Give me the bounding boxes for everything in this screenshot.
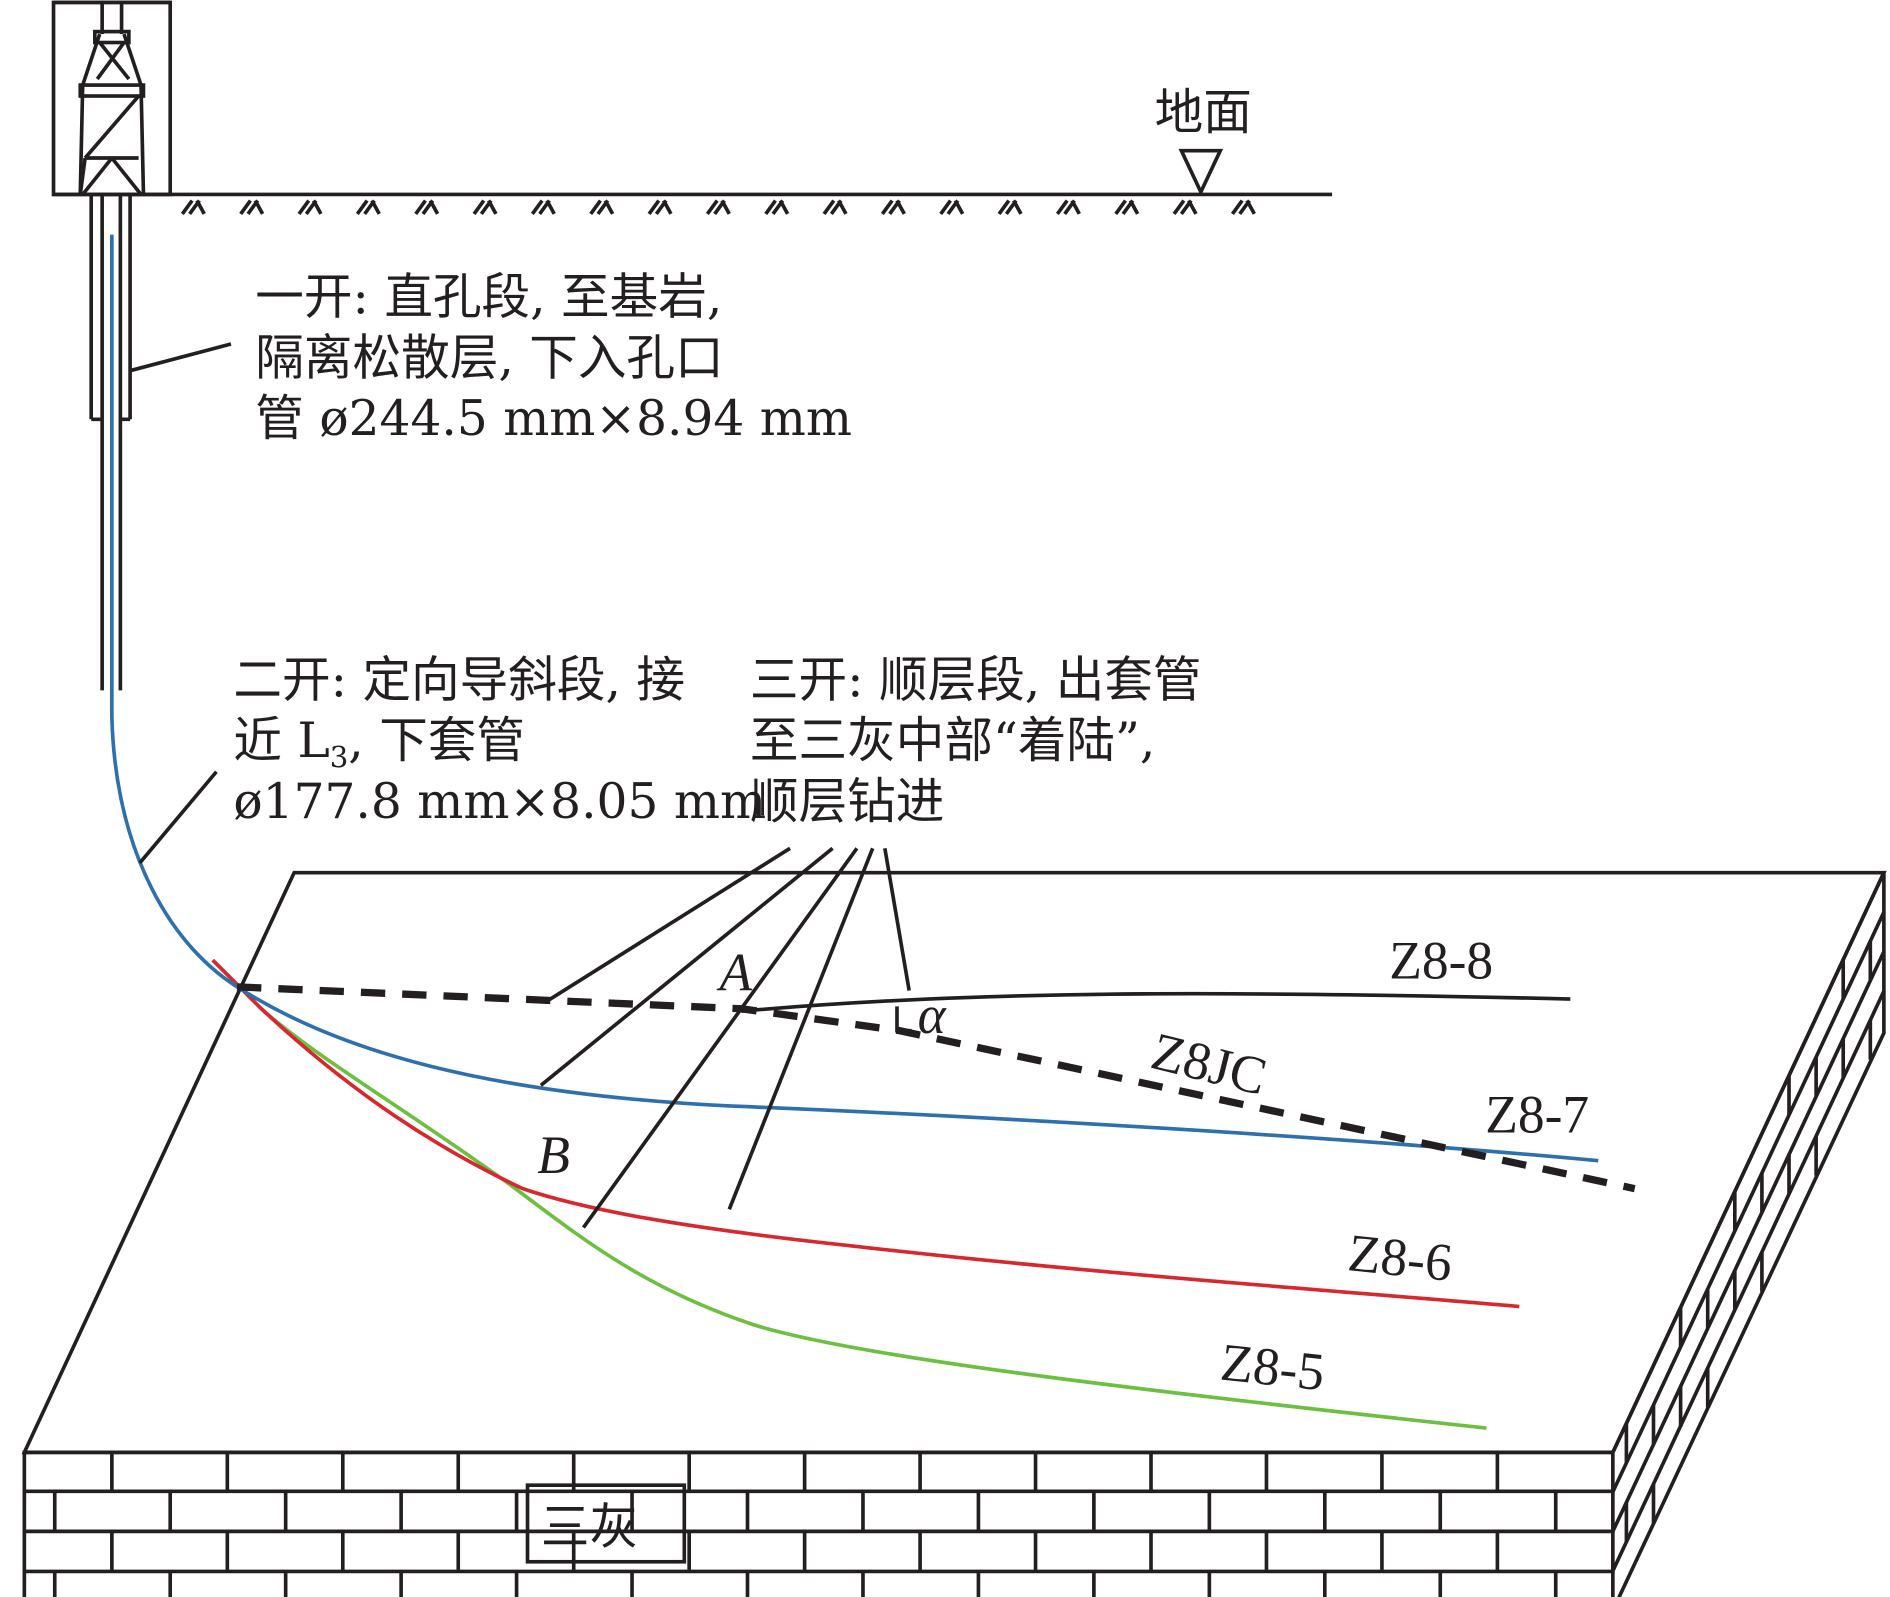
stage3-line-3: 顺层钻进 [750, 774, 944, 830]
label-z8-5: Z8-5 [1218, 1332, 1328, 1403]
intermediate-casing [100, 194, 123, 691]
surface-casing [89, 194, 132, 422]
well-z8-7 [110, 234, 1599, 1163]
stage3-line-1: 三开: 顺层段, 出套管 [750, 652, 1202, 708]
ground-triangle-icon [1178, 148, 1224, 197]
well-z8jc [236, 983, 1636, 1193]
stage2-line-2a: 近 L [233, 713, 329, 769]
layer-label: 三灰 [541, 1500, 638, 1556]
label-z8-8: Z8-8 [1389, 930, 1493, 990]
leader-lines [129, 342, 911, 1229]
stage3-line-2: 至三灰中部“着陆”, [750, 713, 1155, 769]
label-z8jc: Z8JC [1146, 1021, 1273, 1107]
stage1-line-1: 一开: 直孔段, 至基岩, [255, 270, 722, 326]
stage2-line-2b: , 下套管 [348, 713, 525, 769]
drilling-rig-icon [51, 0, 173, 197]
stage2-line-3: ø177.8 mm×8.05 mm [233, 774, 766, 830]
stage2-sub: 3 [330, 740, 349, 774]
coal-limestone-slab [21, 870, 1887, 1597]
stage2-line-2: 近 L3, 下套管 [233, 713, 525, 774]
point-b-label: B [537, 1125, 570, 1185]
angle-alpha-label: α [918, 985, 947, 1045]
well-z8-6 [211, 958, 1520, 1309]
stage1-line-2: 隔离松散层, 下入孔口 [255, 330, 723, 386]
label-z8-6: Z8-6 [1345, 1222, 1455, 1293]
stage1-line-3: 管 ø244.5 mm×8.94 mm [255, 391, 852, 447]
point-a-label: A [717, 943, 753, 1003]
well-z8-8 [741, 991, 1571, 1014]
ground-hatch [180, 199, 1256, 215]
angle-marker [895, 1006, 912, 1033]
label-z8-7: Z8-7 [1485, 1085, 1589, 1145]
layer-label-box: 三灰 [525, 1483, 687, 1564]
stage2-line-1: 二开: 定向导斜段, 接 [233, 652, 685, 708]
ground-label: 地面 [1155, 85, 1252, 141]
